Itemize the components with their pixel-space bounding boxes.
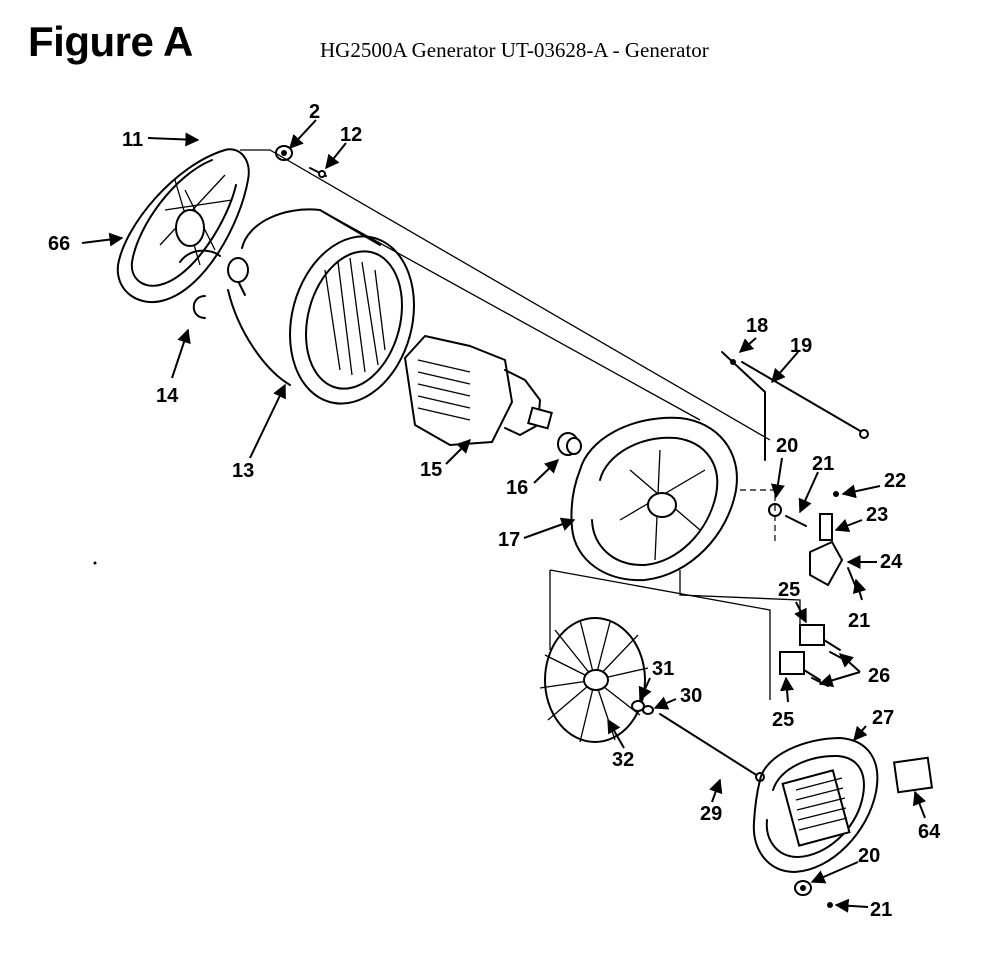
callout-17: 17 [498,529,520,551]
callout-15: 15 [420,459,442,481]
page-subtitle: HG2500A Generator UT-03628-A - Generator [320,38,709,62]
part-27-end-cover [752,737,879,873]
part-31-washer [631,700,645,712]
callout-64: 64 [918,821,941,843]
part-29-stud [659,713,765,782]
callout-2: 2 [309,101,320,123]
callout-20-lower: 20 [858,845,880,867]
part-12-screw [309,167,327,178]
callout-11: 11 [122,129,143,151]
callout-25-lower: 25 [772,709,794,731]
callout-24: 24 [880,551,903,573]
part-25-rectifier-upper [799,624,841,651]
callout-30: 30 [680,685,702,707]
callout-29: 29 [700,803,722,825]
stray-dot [93,561,97,565]
callout-20: 20 [776,435,798,457]
callout-21-lower: 21 [848,610,870,632]
part-66-end-bell [116,148,250,304]
page-title: Figure A [28,18,193,65]
part-23-brush [819,513,833,541]
callout-31: 31 [652,658,674,680]
callout-18: 18 [746,315,768,337]
callout-16: 16 [506,477,528,499]
callout-13: 13 [232,460,254,482]
part-25-rectifier-lower [779,651,821,681]
callout-21: 21 [812,453,834,475]
part-20-lower-washer [794,880,812,896]
part-22-screw [833,491,839,497]
callout-27: 27 [872,707,894,729]
part-32-fan [539,617,649,743]
callout-25-upper: 25 [778,579,800,601]
part-16-bearing [557,432,582,456]
callout-32: 32 [612,749,634,771]
alignment-line-a [319,209,701,421]
part-64-label [892,756,934,794]
part-30-nut [642,705,654,715]
part-15-rotor [404,335,553,446]
part-18-tag [721,351,766,461]
alignment-line-b [240,149,771,441]
part-14-clip-ring [192,295,206,319]
callout-21-bottom: 21 [870,899,892,921]
part-13-stator-housing [227,208,415,405]
callout-22: 22 [884,470,906,492]
alignment-line-e [549,569,771,700]
part-24-brush-holder [809,541,856,586]
part-17-front-end-bell [570,416,738,582]
callout-19: 19 [790,335,812,357]
callout-26: 26 [868,665,890,687]
callout-14: 14 [156,385,179,407]
alignment-dashed-line [740,489,776,545]
callout-23: 23 [866,504,888,526]
part-21-screw [785,515,807,527]
leader-lines [81,119,927,913]
callout-12: 12 [340,124,362,146]
callout-66: 66 [48,233,70,255]
part-19-through-bolt [741,361,869,439]
part-21-lower-screw [827,902,833,908]
